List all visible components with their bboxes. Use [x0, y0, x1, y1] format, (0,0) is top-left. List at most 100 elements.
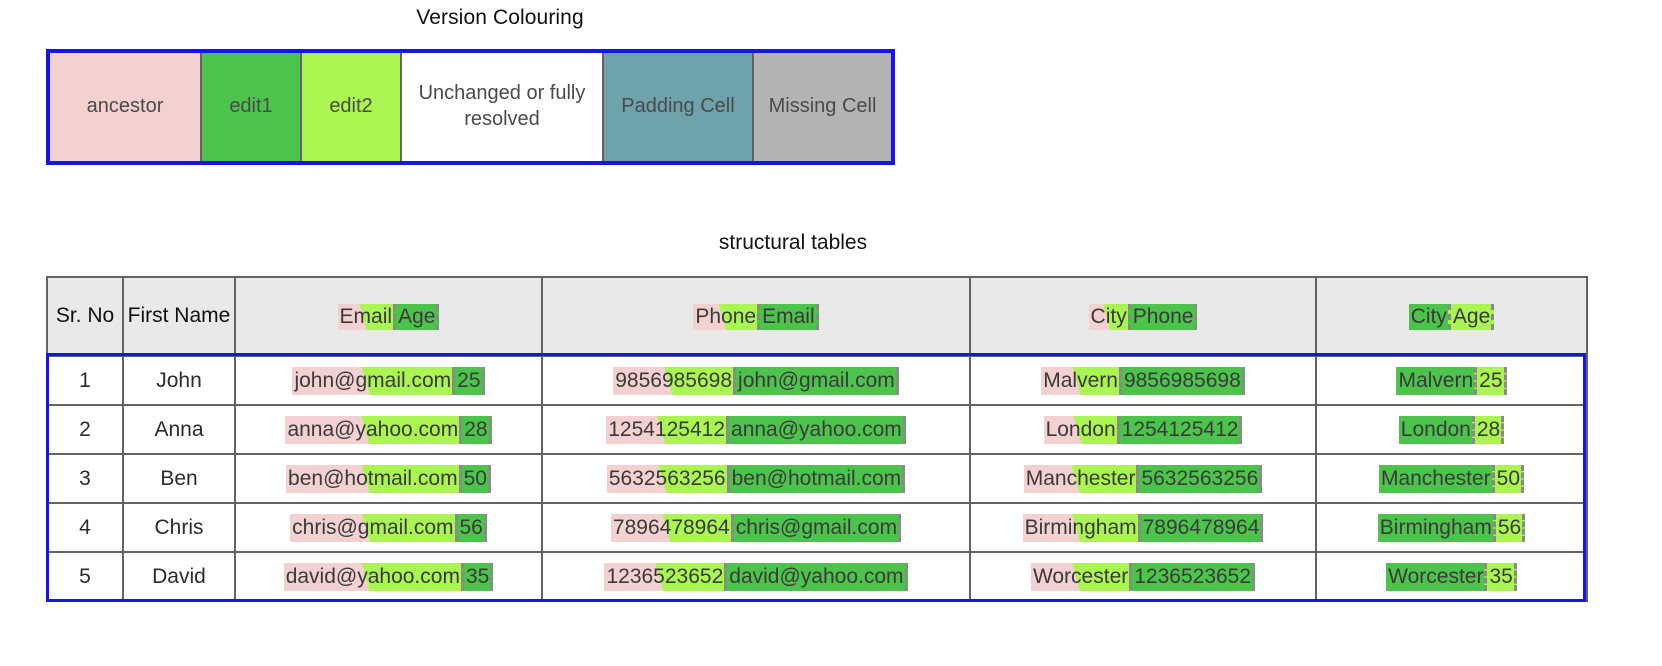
legend-cell-unchanged: Unchanged or fully resolved: [402, 53, 604, 161]
structural-tables-title: structural tables: [718, 231, 868, 254]
legend-cell-edit2: edit2: [302, 53, 402, 161]
header-token-city: City: [1088, 303, 1128, 330]
cell-token-left: 7896478964: [610, 513, 731, 542]
cell-token-right: 5632563256: [1136, 464, 1263, 493]
cell-token-right: 25: [1474, 366, 1507, 395]
legend-cell-edit1: edit1: [202, 53, 302, 161]
cell-token-right: 28: [459, 415, 492, 444]
cell-sr-no: 2: [46, 404, 124, 455]
cell-token-right: 50: [1491, 464, 1525, 493]
cell-token-right: 1236523652: [1129, 562, 1256, 591]
cell-token-left: 9856985698: [613, 366, 734, 395]
cell-token-left: anna@yahoo.com: [285, 415, 460, 444]
cell-token-right: 9856985698: [1118, 366, 1245, 395]
header-first-name: First Name: [122, 276, 236, 357]
header-token-city-2: City: [1408, 303, 1448, 330]
header-token-age: Age: [393, 303, 440, 330]
header-sr-no: Sr. No: [46, 276, 124, 357]
cell-token-right: 7896478964: [1137, 513, 1264, 542]
cell-token-left: 1236523652: [604, 562, 725, 591]
header-token-email: Email: [337, 303, 394, 330]
cell-token-right: chris@gmail.com: [730, 513, 902, 542]
cell-token-right: 35: [1484, 562, 1517, 591]
cell-first-name: David: [122, 551, 236, 602]
cell-token-left: Worcester: [1030, 562, 1130, 591]
cell-sr-no: 1: [46, 355, 124, 406]
cell-token-right: 1254125412: [1116, 415, 1243, 444]
cell-first-name: Chris: [122, 502, 236, 553]
legend-title: Version Colouring: [416, 6, 584, 29]
cell-token-left: Manchester: [1378, 464, 1492, 493]
cell-first-name: Ben: [122, 453, 236, 504]
cell-token-left: david@yahoo.com: [283, 562, 461, 591]
cell-token-right: ben@hotmail.com: [726, 464, 906, 493]
cell-token-right: 35: [460, 562, 494, 591]
cell-token-right: 56: [1492, 513, 1526, 542]
cell-token-left: Worcester: [1386, 562, 1485, 591]
cell-first-name: Anna: [122, 404, 236, 455]
cell-token-right: anna@yahoo.com: [726, 415, 906, 444]
header-token-age-2: Age: [1447, 303, 1495, 330]
cell-token-right: john@gmail.com: [733, 366, 899, 395]
cell-sr-no: 4: [46, 502, 124, 553]
cell-token-left: London: [1043, 415, 1117, 444]
cell-token-left: john@gmail.com: [292, 366, 453, 395]
cell-token-left: Manchester: [1023, 464, 1137, 493]
cell-first-name: John: [122, 355, 236, 406]
cell-token-left: London: [1398, 415, 1472, 444]
cell-token-right: 25: [452, 366, 485, 395]
cell-token-left: 1254125412: [606, 415, 727, 444]
cell-token-left: Malvern: [1041, 366, 1119, 395]
cell-token-right: david@yahoo.com: [724, 562, 908, 591]
header-token-email: Email: [757, 303, 819, 330]
legend-cell-padding: Padding Cell: [604, 53, 754, 161]
legend-cell-ancestor: ancestor: [50, 53, 202, 161]
cell-sr-no: 5: [46, 551, 124, 602]
cell-token-left: Birmingham: [1022, 513, 1138, 542]
cell-token-right: 56: [454, 513, 487, 542]
cell-token-left: Malvern: [1396, 366, 1475, 395]
cell-token-left: chris@gmail.com: [290, 513, 455, 542]
cell-sr-no: 3: [46, 453, 124, 504]
header-token-phone: Phone: [1127, 303, 1198, 330]
cell-token-right: 50: [458, 464, 491, 493]
cell-token-left: ben@hotmail.com: [286, 464, 459, 493]
cell-token-left: Birmingham: [1377, 513, 1493, 542]
cell-token-left: 5632563256: [606, 464, 727, 493]
